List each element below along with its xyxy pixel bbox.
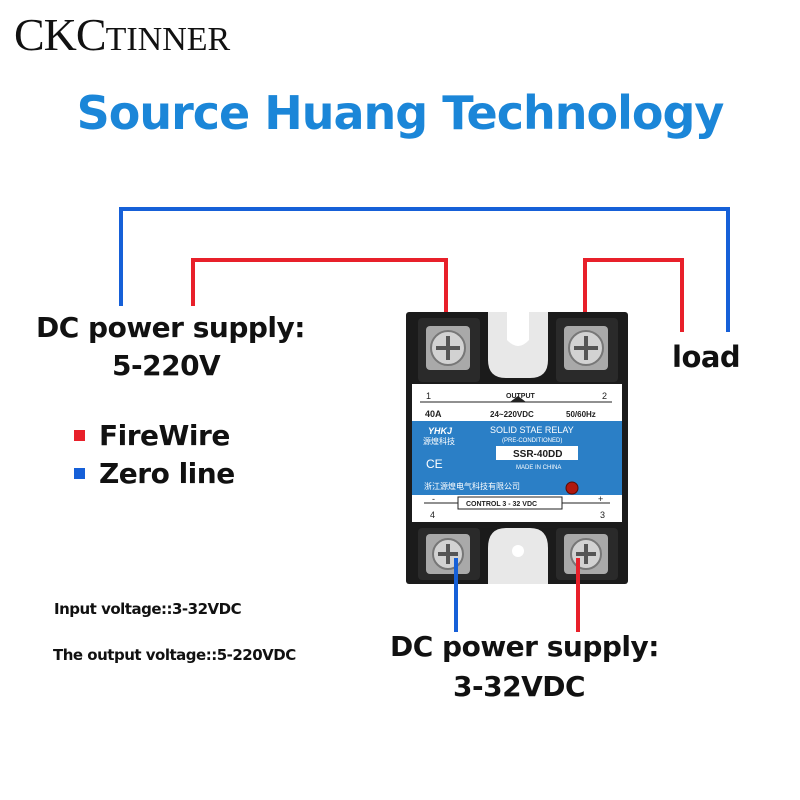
dc-supply-top-voltage: 5-220V xyxy=(112,349,221,382)
page-title: Source Huang Technology xyxy=(76,86,725,140)
relay-terminal-4: 4 xyxy=(430,510,435,520)
brand-logo: CKCTINNER xyxy=(14,12,230,58)
relay-brand-code: YHKJ xyxy=(428,426,453,436)
relay-model: SSR-40DD xyxy=(513,449,562,460)
brand-logo-small: TINNER xyxy=(105,21,231,58)
screw-terminal-2-icon xyxy=(564,326,608,370)
relay-brand-cn: 源煌科技 xyxy=(423,436,455,446)
fire-wire-terminal-1 xyxy=(191,258,448,340)
relay-terminal-3: 3 xyxy=(600,510,605,520)
dc-supply-bottom-label: DC power supply: xyxy=(390,630,659,663)
relay-voltage-range: 24~220VDC xyxy=(490,410,534,419)
legend-zero-line: Zero line xyxy=(74,457,235,490)
legend-firewire: FireWire xyxy=(74,419,230,452)
relay-plus: + xyxy=(598,494,603,504)
relay-current: 40A xyxy=(425,409,442,419)
relay-made-in: MADE IN CHINA xyxy=(516,465,561,471)
relay-control-label: CONTROL 3 - 32 VDC xyxy=(466,501,537,508)
dc-supply-bottom-voltage: 3-32VDC xyxy=(453,670,586,703)
relay-ce-mark: CE xyxy=(426,457,443,471)
load-label: load xyxy=(672,340,741,374)
relay-terminal-1: 1 xyxy=(426,391,431,401)
input-voltage-label: Input voltage::3-32VDC xyxy=(54,600,242,618)
legend-firewire-swatch xyxy=(74,430,85,441)
relay-output-label: OUTPUT xyxy=(506,393,536,400)
legend-zero-line-swatch xyxy=(74,468,85,479)
relay-terminal-2: 2 xyxy=(602,391,607,401)
relay-minus: - xyxy=(432,494,435,504)
screw-terminal-1-icon xyxy=(426,326,470,370)
relay-label-panel xyxy=(412,384,622,522)
relay-company-cn: 浙江源煌电气科技有限公司 xyxy=(424,481,520,491)
legend-firewire-label: FireWire xyxy=(99,419,230,452)
legend-zero-line-label: Zero line xyxy=(99,457,235,490)
output-voltage-label: The output voltage::5-220VDC xyxy=(53,646,296,664)
brand-logo-big: CKC xyxy=(14,9,107,60)
relay-product-name: SOLID STAE RELAY xyxy=(490,425,574,435)
fire-wire-load xyxy=(583,258,684,340)
screw-terminal-3-icon xyxy=(564,534,608,574)
relay-pre-conditioned: (PRE-CONDITIONED) xyxy=(502,438,562,444)
relay-frequency: 50/60Hz xyxy=(566,410,596,419)
dc-supply-top-label: DC power supply: xyxy=(36,311,305,344)
screw-terminal-4-icon xyxy=(426,534,470,574)
zero-line-wire-top xyxy=(119,207,730,332)
